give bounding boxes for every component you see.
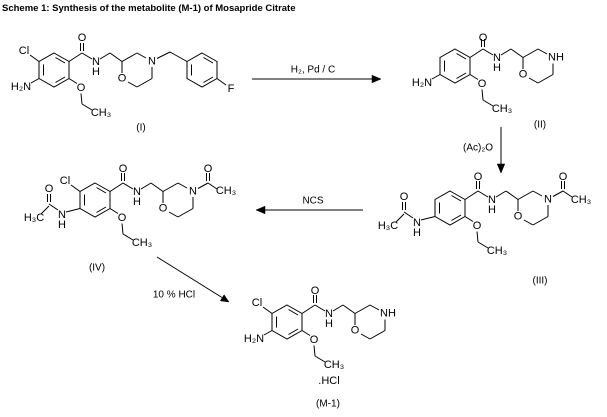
structure-III: H₃C O N H O N H N O O CH₃ O CH₃ (III)	[378, 171, 591, 287]
arrow-step4-head	[219, 294, 230, 303]
atom-label-amide-h: H	[488, 204, 496, 216]
atom-label-ethoxy-o: O	[473, 220, 482, 232]
atom-label-ethoxy-o: O	[77, 82, 86, 94]
structure-I: Cl H₂N O N H O N F O CH₃ (I)	[11, 32, 235, 134]
atom-label-ethoxy-o: O	[478, 78, 487, 90]
atom-label-cl: Cl	[60, 175, 70, 187]
structure-M1: Cl H₂N O N H NH O O CH₃ .HCl (M-1)	[244, 285, 396, 410]
atom-label-h2n: H₂N	[244, 333, 264, 345]
atom-label-ethyl-ch3: CH₃	[324, 359, 344, 371]
reaction-arrow-step3: NCS	[255, 196, 363, 215]
caption-structure-II: (II)	[534, 120, 546, 131]
atom-label-morpholine-o: O	[118, 73, 127, 85]
atom-label-carbonyl-o: O	[474, 171, 483, 183]
atom-label-anilide-n: N	[413, 217, 421, 229]
atom-label-morpholine-n: N	[189, 186, 197, 198]
atom-label-fluorine: F	[228, 83, 235, 95]
atom-label-amide-h: H	[92, 66, 100, 78]
atom-label-amide-h: H	[133, 196, 141, 208]
atom-label-morpholine-n: N	[148, 56, 156, 68]
atom-label-acetyl-o: O	[400, 191, 409, 203]
atom-label-ethoxy-o: O	[310, 334, 319, 346]
atom-label-morpholine-o: O	[519, 69, 528, 81]
atom-label-morpholine-nh: NH	[380, 308, 396, 320]
reagent-step4: 10 % HCl	[153, 290, 195, 301]
atom-label-ethyl-ch3: CH₃	[132, 237, 152, 249]
atom-label-carbonyl-o: O	[479, 32, 488, 44]
atom-label-morpholine-o: O	[514, 211, 523, 223]
atom-label-h2n: H₂N	[412, 77, 432, 89]
atom-label-n-acetyl-ch3: CH₃	[216, 185, 236, 197]
structure-IV: Cl H₃C O N H O N H N O O CH₃ O CH₃ (IV)	[24, 163, 236, 274]
atom-label-ethyl-ch3: CH₃	[91, 107, 111, 119]
atom-label-anilide-h: H	[58, 219, 66, 231]
atom-label-ethyl-ch3: CH₃	[487, 245, 507, 257]
atom-label-morpholine-o: O	[351, 325, 360, 337]
caption-structure-III: (III)	[533, 276, 548, 287]
salt-label-hcl: .HCl	[318, 375, 339, 387]
atom-label-anilide-h: H	[413, 227, 421, 239]
structure-I-bonds	[29, 43, 227, 111]
structure-M1-bonds	[262, 295, 386, 363]
atom-label-h2n: H₂N	[11, 81, 31, 93]
structure-II: H₂N O N H NH O O CH₃ (II)	[412, 32, 564, 131]
atom-label-anilide-n: N	[58, 209, 66, 221]
atom-label-cl: Cl	[252, 297, 262, 309]
atom-label-ethyl-ch3: CH₃	[492, 103, 512, 115]
structure-IV-bonds	[40, 173, 218, 241]
atom-label-amide-n: N	[493, 52, 501, 64]
arrow-step4-line	[156, 256, 223, 298]
arrow-step2-head	[496, 163, 506, 174]
arrow-step3-head	[255, 205, 266, 215]
scheme-title: Scheme 1: Synthesis of the metabolite (M…	[2, 3, 296, 14]
atom-label-amide-n: N	[92, 56, 100, 68]
caption-structure-I: (I)	[136, 123, 145, 134]
atom-label-morpholine-n: N	[544, 194, 552, 206]
atom-label-n-acetyl-o: O	[204, 163, 213, 175]
atom-label-ethoxy-o: O	[118, 212, 127, 224]
atom-label-amide-n: N	[325, 308, 333, 320]
reagent-step2: (Ac)₂O	[463, 143, 493, 154]
atom-label-amide-h: H	[493, 62, 501, 74]
reagent-step1: H₂, Pd / C	[291, 65, 335, 76]
reaction-arrow-step4: 10 % HCl	[153, 256, 230, 303]
structure-III-bonds	[395, 181, 573, 249]
atom-label-acetyl-h3c: H₃C	[378, 220, 398, 232]
atom-label-carbonyl-o: O	[311, 285, 320, 297]
atom-label-morpholine-o: O	[159, 203, 168, 215]
atom-label-amide-n: N	[133, 186, 141, 198]
atom-label-n-acetyl-ch3: CH₃	[571, 194, 591, 206]
structure-II-bonds	[431, 39, 554, 107]
reaction-arrow-step1: H₂, Pd / C	[252, 65, 382, 84]
atom-label-n-acetyl-o: O	[559, 171, 568, 183]
atom-label-acetyl-h3c: H₃C	[24, 212, 44, 224]
atom-label-amide-h: H	[325, 318, 333, 330]
atom-label-carbonyl-o: O	[78, 32, 87, 44]
atom-label-acetyl-o: O	[45, 183, 54, 195]
atom-label-carbonyl-o: O	[119, 163, 128, 175]
atom-label-morpholine-nh: NH	[548, 52, 564, 64]
arrow-step1-head	[371, 74, 382, 84]
atom-label-amide-n: N	[488, 194, 496, 206]
reaction-arrow-step2: (Ac)₂O	[463, 127, 506, 174]
reagent-step3: NCS	[302, 196, 323, 207]
caption-structure-M1: (M-1)	[316, 399, 340, 410]
atom-label-cl: Cl	[19, 45, 29, 57]
caption-structure-IV: (IV)	[89, 263, 105, 274]
